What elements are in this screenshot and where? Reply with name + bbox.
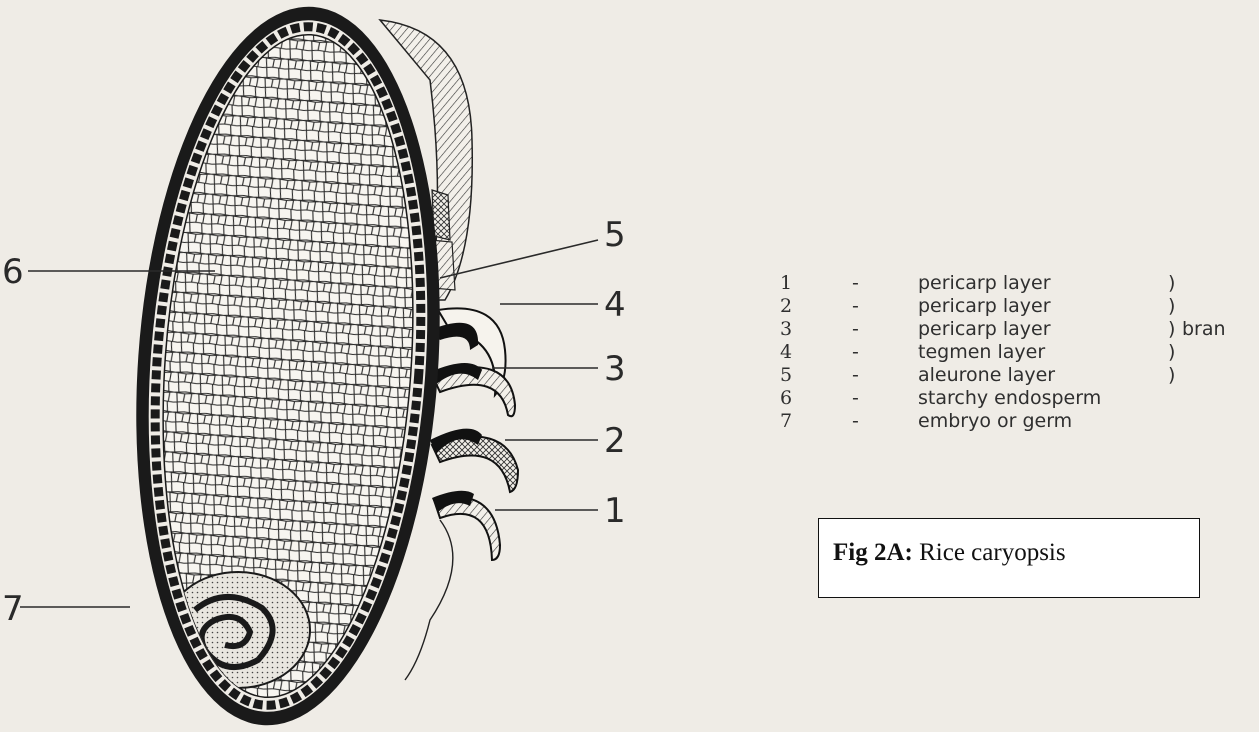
legend-bracket: ) [1168, 272, 1175, 295]
callout-7: 7 [2, 592, 24, 626]
legend-label: pericarp layer [918, 295, 1051, 318]
legend-row: 3 - pericarp layer ) bran [770, 318, 1250, 341]
legend-label: embryo or germ [918, 410, 1072, 433]
callout-5: 5 [604, 218, 626, 252]
legend-row: 2 - pericarp layer ) [770, 295, 1250, 318]
legend-group-label: bran [1182, 318, 1226, 341]
legend-number: 5 [780, 364, 792, 387]
legend-dash: - [852, 387, 859, 410]
legend-dash: - [852, 410, 859, 433]
legend-number: 6 [780, 387, 792, 410]
legend-number: 2 [780, 295, 792, 318]
legend-number: 1 [780, 272, 792, 295]
legend-label: tegmen layer [918, 341, 1045, 364]
legend-dash: - [852, 341, 859, 364]
callout-3: 3 [604, 352, 626, 386]
legend-label: pericarp layer [918, 272, 1051, 295]
figure-caption-label: Fig 2A: [833, 539, 913, 566]
callout-6: 6 [2, 255, 24, 289]
legend-row: 7 - embryo or germ [770, 410, 1250, 433]
figure-caption-text: Rice caryopsis [919, 539, 1065, 566]
legend-bracket: ) [1168, 295, 1175, 318]
legend-dash: - [852, 364, 859, 387]
legend-row: 1 - pericarp layer ) [770, 272, 1250, 295]
legend-number: 4 [780, 341, 792, 364]
callout-4: 4 [604, 288, 626, 322]
legend-label: aleurone layer [918, 364, 1055, 387]
legend-label: pericarp layer [918, 318, 1051, 341]
legend-dash: - [852, 318, 859, 341]
legend-number: 3 [780, 318, 792, 341]
legend-label: starchy endosperm [918, 387, 1101, 410]
legend-row: 5 - aleurone layer ) [770, 364, 1250, 387]
callout-2: 2 [604, 424, 626, 458]
figure-caption: Fig 2A: Rice caryopsis [818, 518, 1200, 598]
legend-dash: - [852, 272, 859, 295]
legend-bracket: ) [1168, 341, 1175, 364]
legend-bracket: ) [1168, 364, 1175, 387]
legend-number: 7 [780, 410, 792, 433]
callout-1: 1 [604, 494, 626, 528]
legend: 1 - pericarp layer ) 2 - pericarp layer … [770, 272, 1250, 433]
legend-row: 4 - tegmen layer ) [770, 341, 1250, 364]
legend-bracket: ) [1168, 318, 1175, 341]
legend-dash: - [852, 295, 859, 318]
legend-row: 6 - starchy endosperm [770, 387, 1250, 410]
